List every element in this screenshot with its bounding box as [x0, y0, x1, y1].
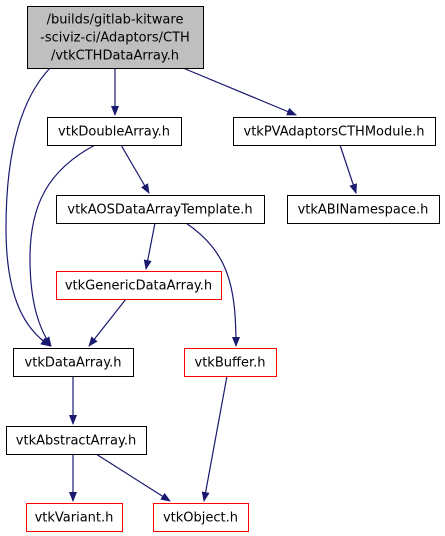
edge-vtkAOSDataArrayTemplate-to-vtkGenericDataArray: [143, 222, 156, 270]
node-vtkAOSDataArrayTemplate[interactable]: vtkAOSDataArrayTemplate.h: [56, 195, 265, 224]
node-root[interactable]: /builds/gitlab-kitware -sciviz-ci/Adaptor…: [27, 6, 204, 69]
node-vtkAbstractArray[interactable]: vtkAbstractArray.h: [6, 426, 147, 455]
node-label: vtkVariant.h: [35, 511, 114, 526]
node-vtkPVAdaptorsCTHModule[interactable]: vtkPVAdaptorsCTHModule.h: [233, 117, 436, 146]
node-box: [153, 503, 249, 532]
node-vtkGenericDataArray[interactable]: vtkGenericDataArray.h: [56, 271, 222, 300]
edge-vtkAbstractArray-to-vtkObject: [95, 453, 171, 502]
node-vtkABINamespace[interactable]: vtkABINamespace.h: [287, 195, 440, 224]
node-label: vtkABINamespace.h: [298, 203, 429, 218]
node-box: [184, 348, 277, 377]
node-vtkObject[interactable]: vtkObject.h: [153, 503, 249, 532]
edge-vtkDoubleArray-to-vtkDataArray: [29, 144, 96, 347]
node-label: vtkPVAdaptorsCTHModule.h: [244, 125, 425, 140]
edge-vtkBuffer-to-vtkObject: [201, 375, 228, 502]
node-label: vtkObject.h: [163, 511, 238, 526]
edge-vtkGenericDataArray-to-vtkDataArray: [88, 298, 127, 347]
node-label: vtkAbstractArray.h: [16, 434, 136, 449]
node-label: /vtkCTHDataArray.h: [51, 49, 179, 64]
node-label: vtkDoubleArray.h: [58, 125, 170, 140]
node-box: [47, 117, 182, 146]
node-box: [287, 195, 440, 224]
node-vtkDoubleArray[interactable]: vtkDoubleArray.h: [47, 117, 182, 146]
node-label: -sciviz-ci/Adaptors/CTH: [40, 31, 190, 46]
node-label: vtkBuffer.h: [195, 356, 266, 371]
node-vtkBuffer[interactable]: vtkBuffer.h: [184, 348, 277, 377]
edge-vtkDoubleArray-to-vtkAOSDataArrayTemplate: [120, 144, 150, 194]
node-box: [233, 117, 436, 146]
edge-vtkPVAdaptorsCTHModule-to-vtkABINamespace: [339, 144, 357, 194]
node-box: [56, 195, 265, 224]
edge-root-to-vtkPVAdaptorsCTHModule: [182, 67, 297, 116]
node-box: [56, 271, 222, 300]
node-box: [27, 6, 204, 69]
node-box: [6, 426, 147, 455]
edge-root-to-vtkDataArray: [5, 67, 51, 347]
edge-vtkAOSDataArrayTemplate-to-vtkBuffer: [185, 222, 240, 347]
node-vtkDataArray[interactable]: vtkDataArray.h: [13, 348, 134, 377]
node-box: [26, 503, 123, 532]
node-label: vtkGenericDataArray.h: [65, 279, 212, 294]
node-box: [13, 348, 134, 377]
node-vtkVariant[interactable]: vtkVariant.h: [26, 503, 123, 532]
node-label: vtkAOSDataArrayTemplate.h: [67, 203, 252, 218]
node-label: /builds/gitlab-kitware: [47, 13, 184, 28]
node-label: vtkDataArray.h: [25, 356, 122, 371]
